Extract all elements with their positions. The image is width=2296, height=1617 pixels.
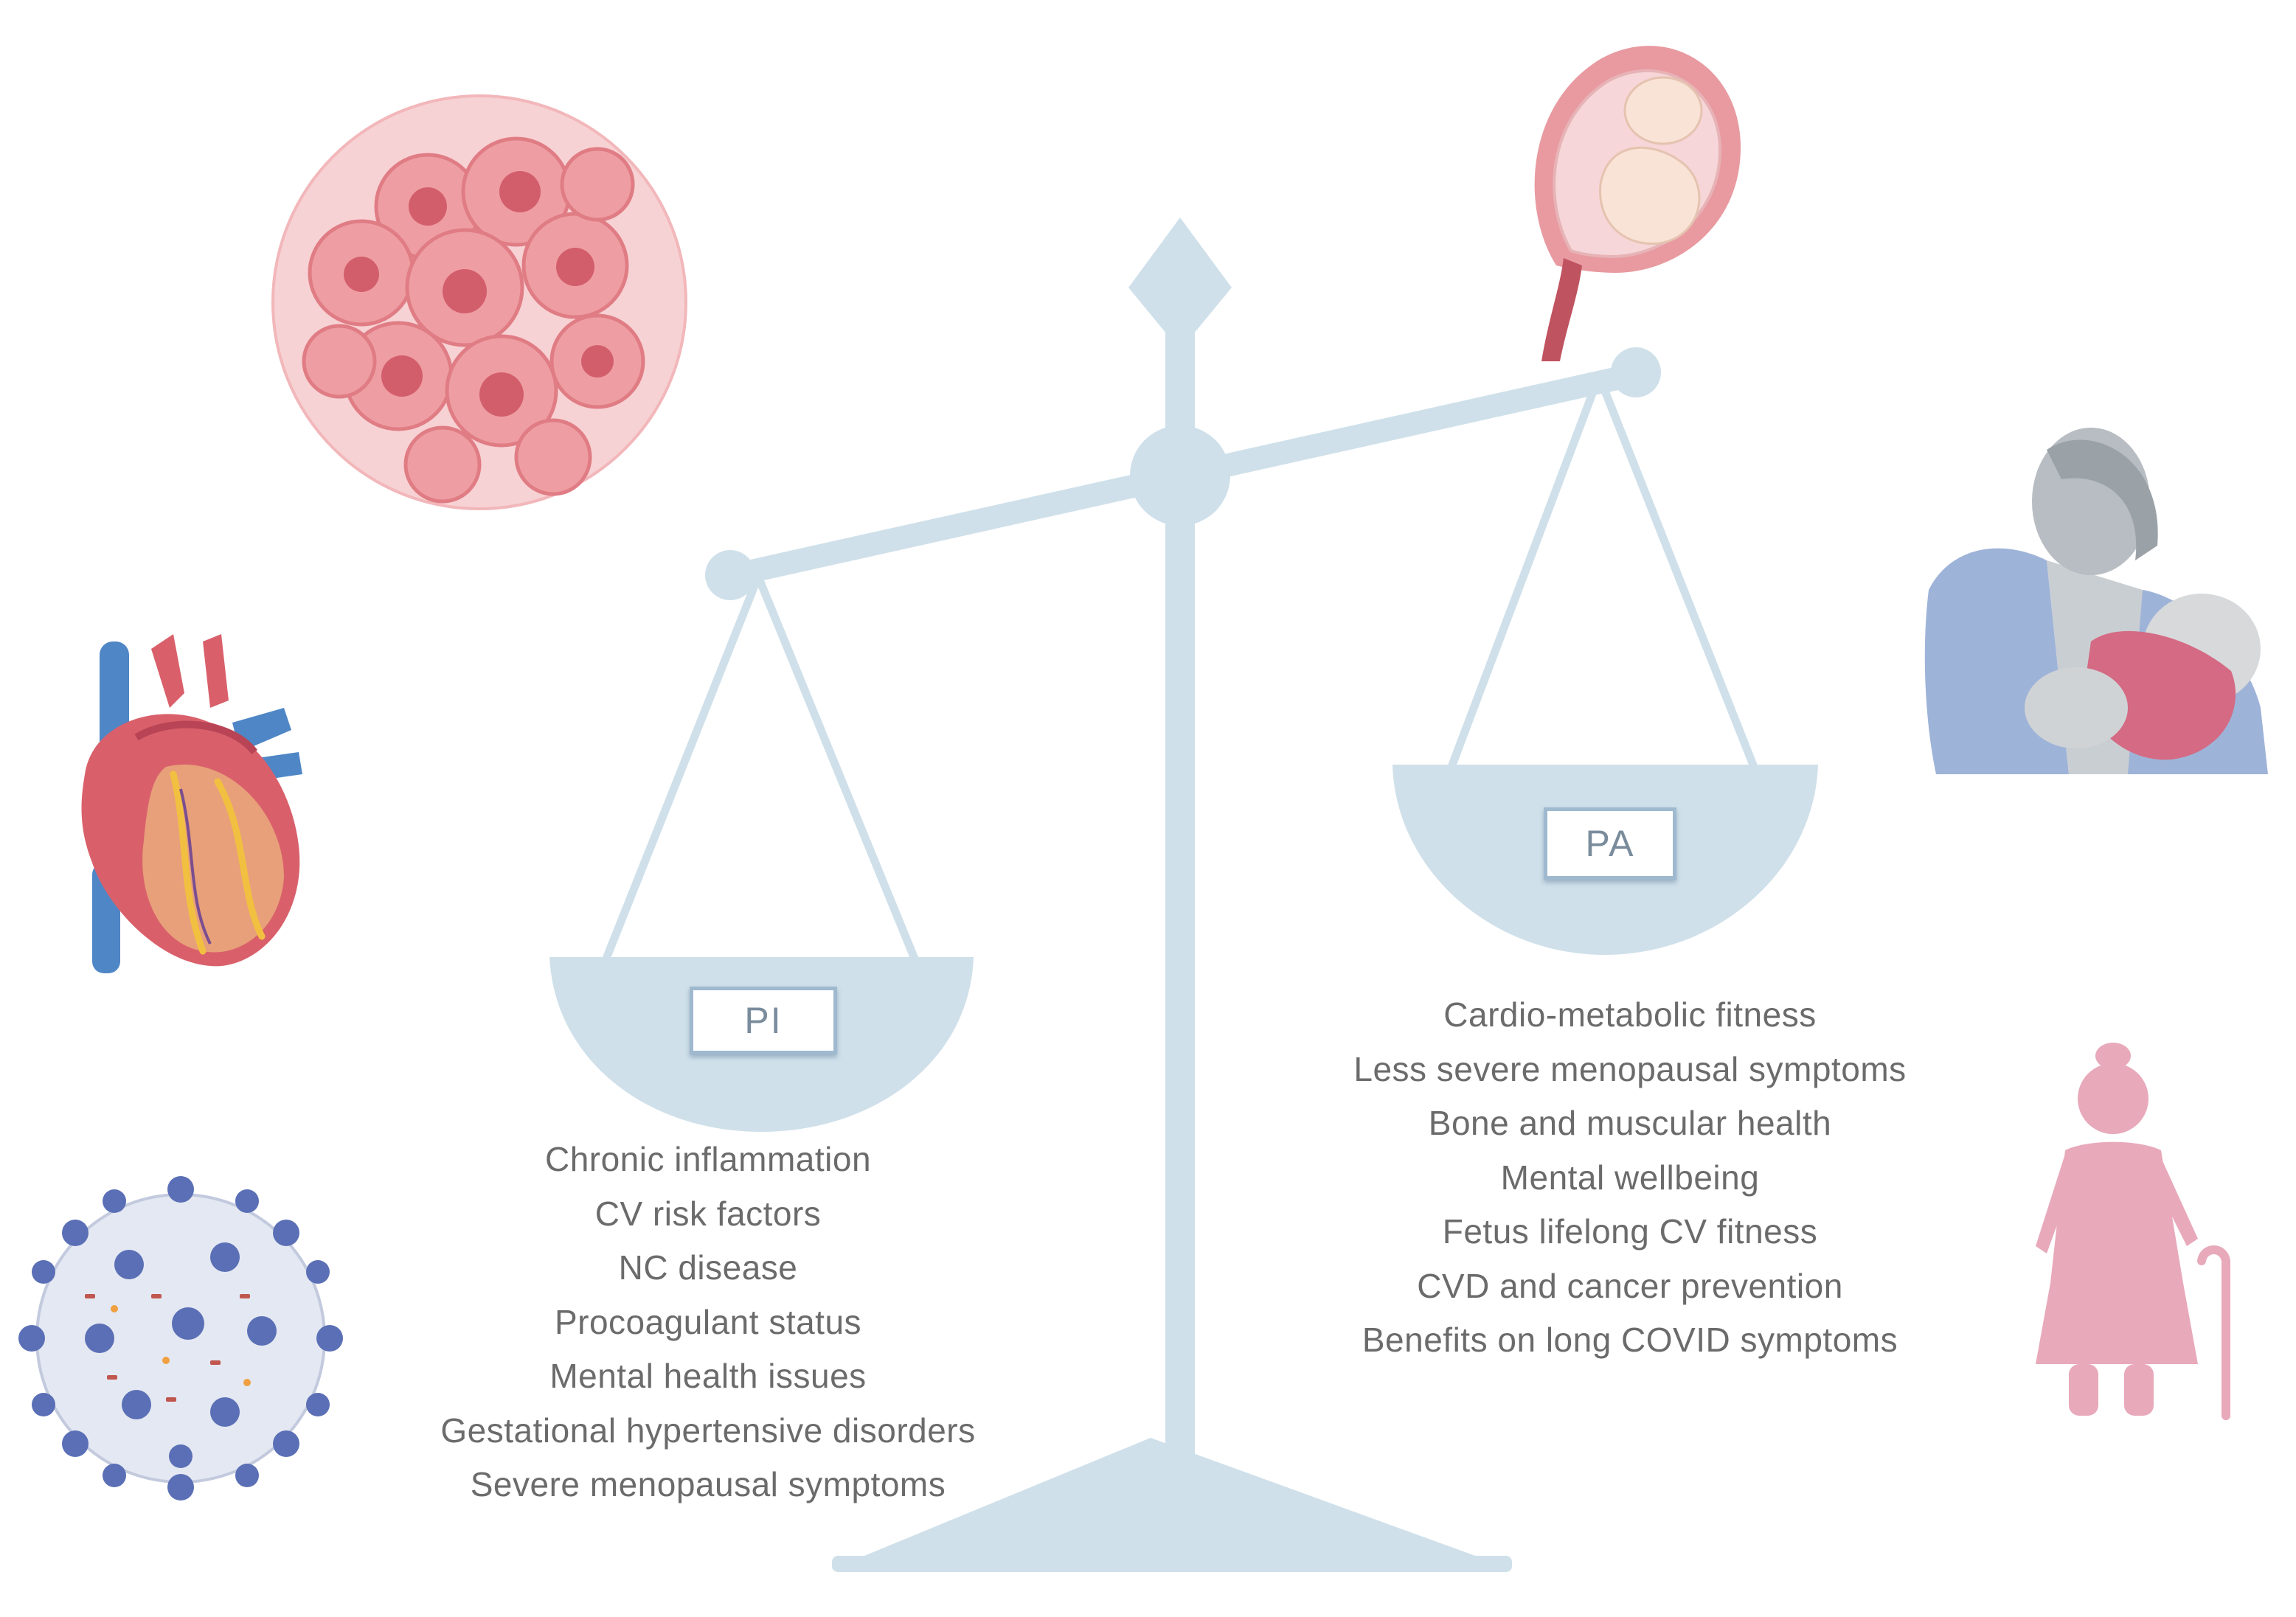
list-item: Mental wellbeing xyxy=(1500,1158,1760,1197)
left-pan-label: PI xyxy=(690,987,837,1054)
list-item: Mental health issues xyxy=(549,1357,867,1395)
right-pan-label: PA xyxy=(1544,807,1676,880)
list-item: Chronic inflammation xyxy=(544,1140,872,1178)
left-pan-items: Chronic inflammation CV risk factors NC … xyxy=(384,1133,1033,1512)
list-item: CV risk factors xyxy=(594,1194,822,1233)
list-item: Benefits on long COVID symptoms xyxy=(1362,1321,1898,1359)
list-item: Cardio-metabolic fitness xyxy=(1443,995,1817,1034)
list-item: Fetus lifelong CV fitness xyxy=(1442,1212,1818,1251)
cancer-cells-icon xyxy=(271,94,687,510)
list-item: CVD and cancer prevention xyxy=(1417,1266,1843,1305)
list-item: Bone and muscular health xyxy=(1428,1104,1832,1142)
heart-icon xyxy=(81,634,302,973)
right-pan-items: Cardio-metabolic fitness Less severe men… xyxy=(1298,988,1962,1368)
breastfeeding-mother-icon xyxy=(1921,428,2268,774)
list-item: Less severe menopausal symptoms xyxy=(1353,1049,1907,1088)
pregnancy-uterus-icon xyxy=(1534,46,1741,361)
list-item: Procoagulant status xyxy=(554,1302,862,1341)
virus-icon xyxy=(18,1176,343,1500)
list-item: Gestational hypertensive disorders xyxy=(440,1411,976,1450)
elderly-woman-icon xyxy=(2036,1043,2230,1420)
list-item: NC disease xyxy=(618,1248,798,1287)
list-item: Severe menopausal symptoms xyxy=(470,1465,946,1503)
